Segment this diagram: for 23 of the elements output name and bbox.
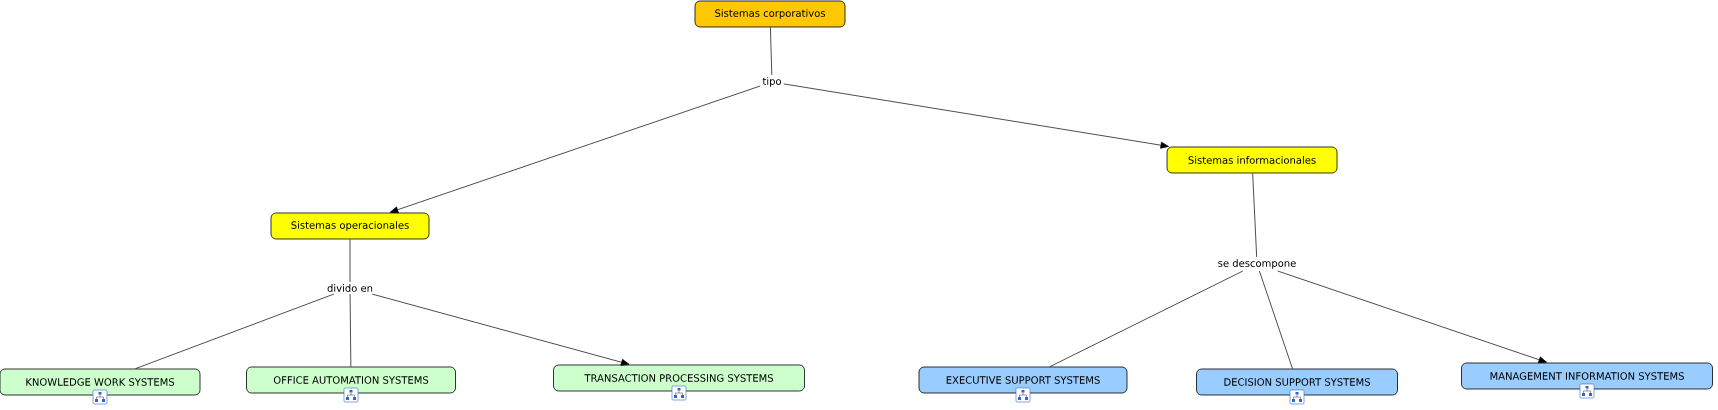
connector bbox=[371, 293, 630, 366]
connector bbox=[349, 293, 352, 367]
linking-phrase: tipo bbox=[760, 75, 784, 89]
concept-box: OFFICE AUTOMATION SYSTEMS bbox=[246, 366, 456, 394]
connector bbox=[1252, 173, 1258, 258]
concept-box: TRANSACTION PROCESSING SYSTEMS bbox=[553, 364, 805, 392]
connector bbox=[1049, 270, 1244, 367]
linking-phrase: divido en bbox=[325, 282, 375, 294]
concept-box: Sistemas informacionales bbox=[1166, 146, 1338, 174]
concept-box: Sistemas operacionales bbox=[270, 212, 430, 240]
connector bbox=[389, 85, 761, 214]
connector bbox=[1277, 270, 1547, 364]
concept-box: KNOWLEDGE WORK SYSTEMS bbox=[0, 368, 201, 396]
connector bbox=[770, 27, 773, 76]
linking-phrase: se descompone bbox=[1215, 257, 1299, 271]
connector bbox=[783, 83, 1169, 149]
concept-box: DECISION SUPPORT SYSTEMS bbox=[1196, 368, 1398, 396]
concept-box: Sistemas corporativos bbox=[694, 0, 846, 28]
connector bbox=[1259, 270, 1293, 369]
concept-box: MANAGEMENT INFORMATION SYSTEMS bbox=[1461, 362, 1713, 390]
connector bbox=[135, 293, 335, 369]
connector bbox=[349, 239, 351, 283]
concept-box: EXECUTIVE SUPPORT SYSTEMS bbox=[918, 366, 1128, 394]
